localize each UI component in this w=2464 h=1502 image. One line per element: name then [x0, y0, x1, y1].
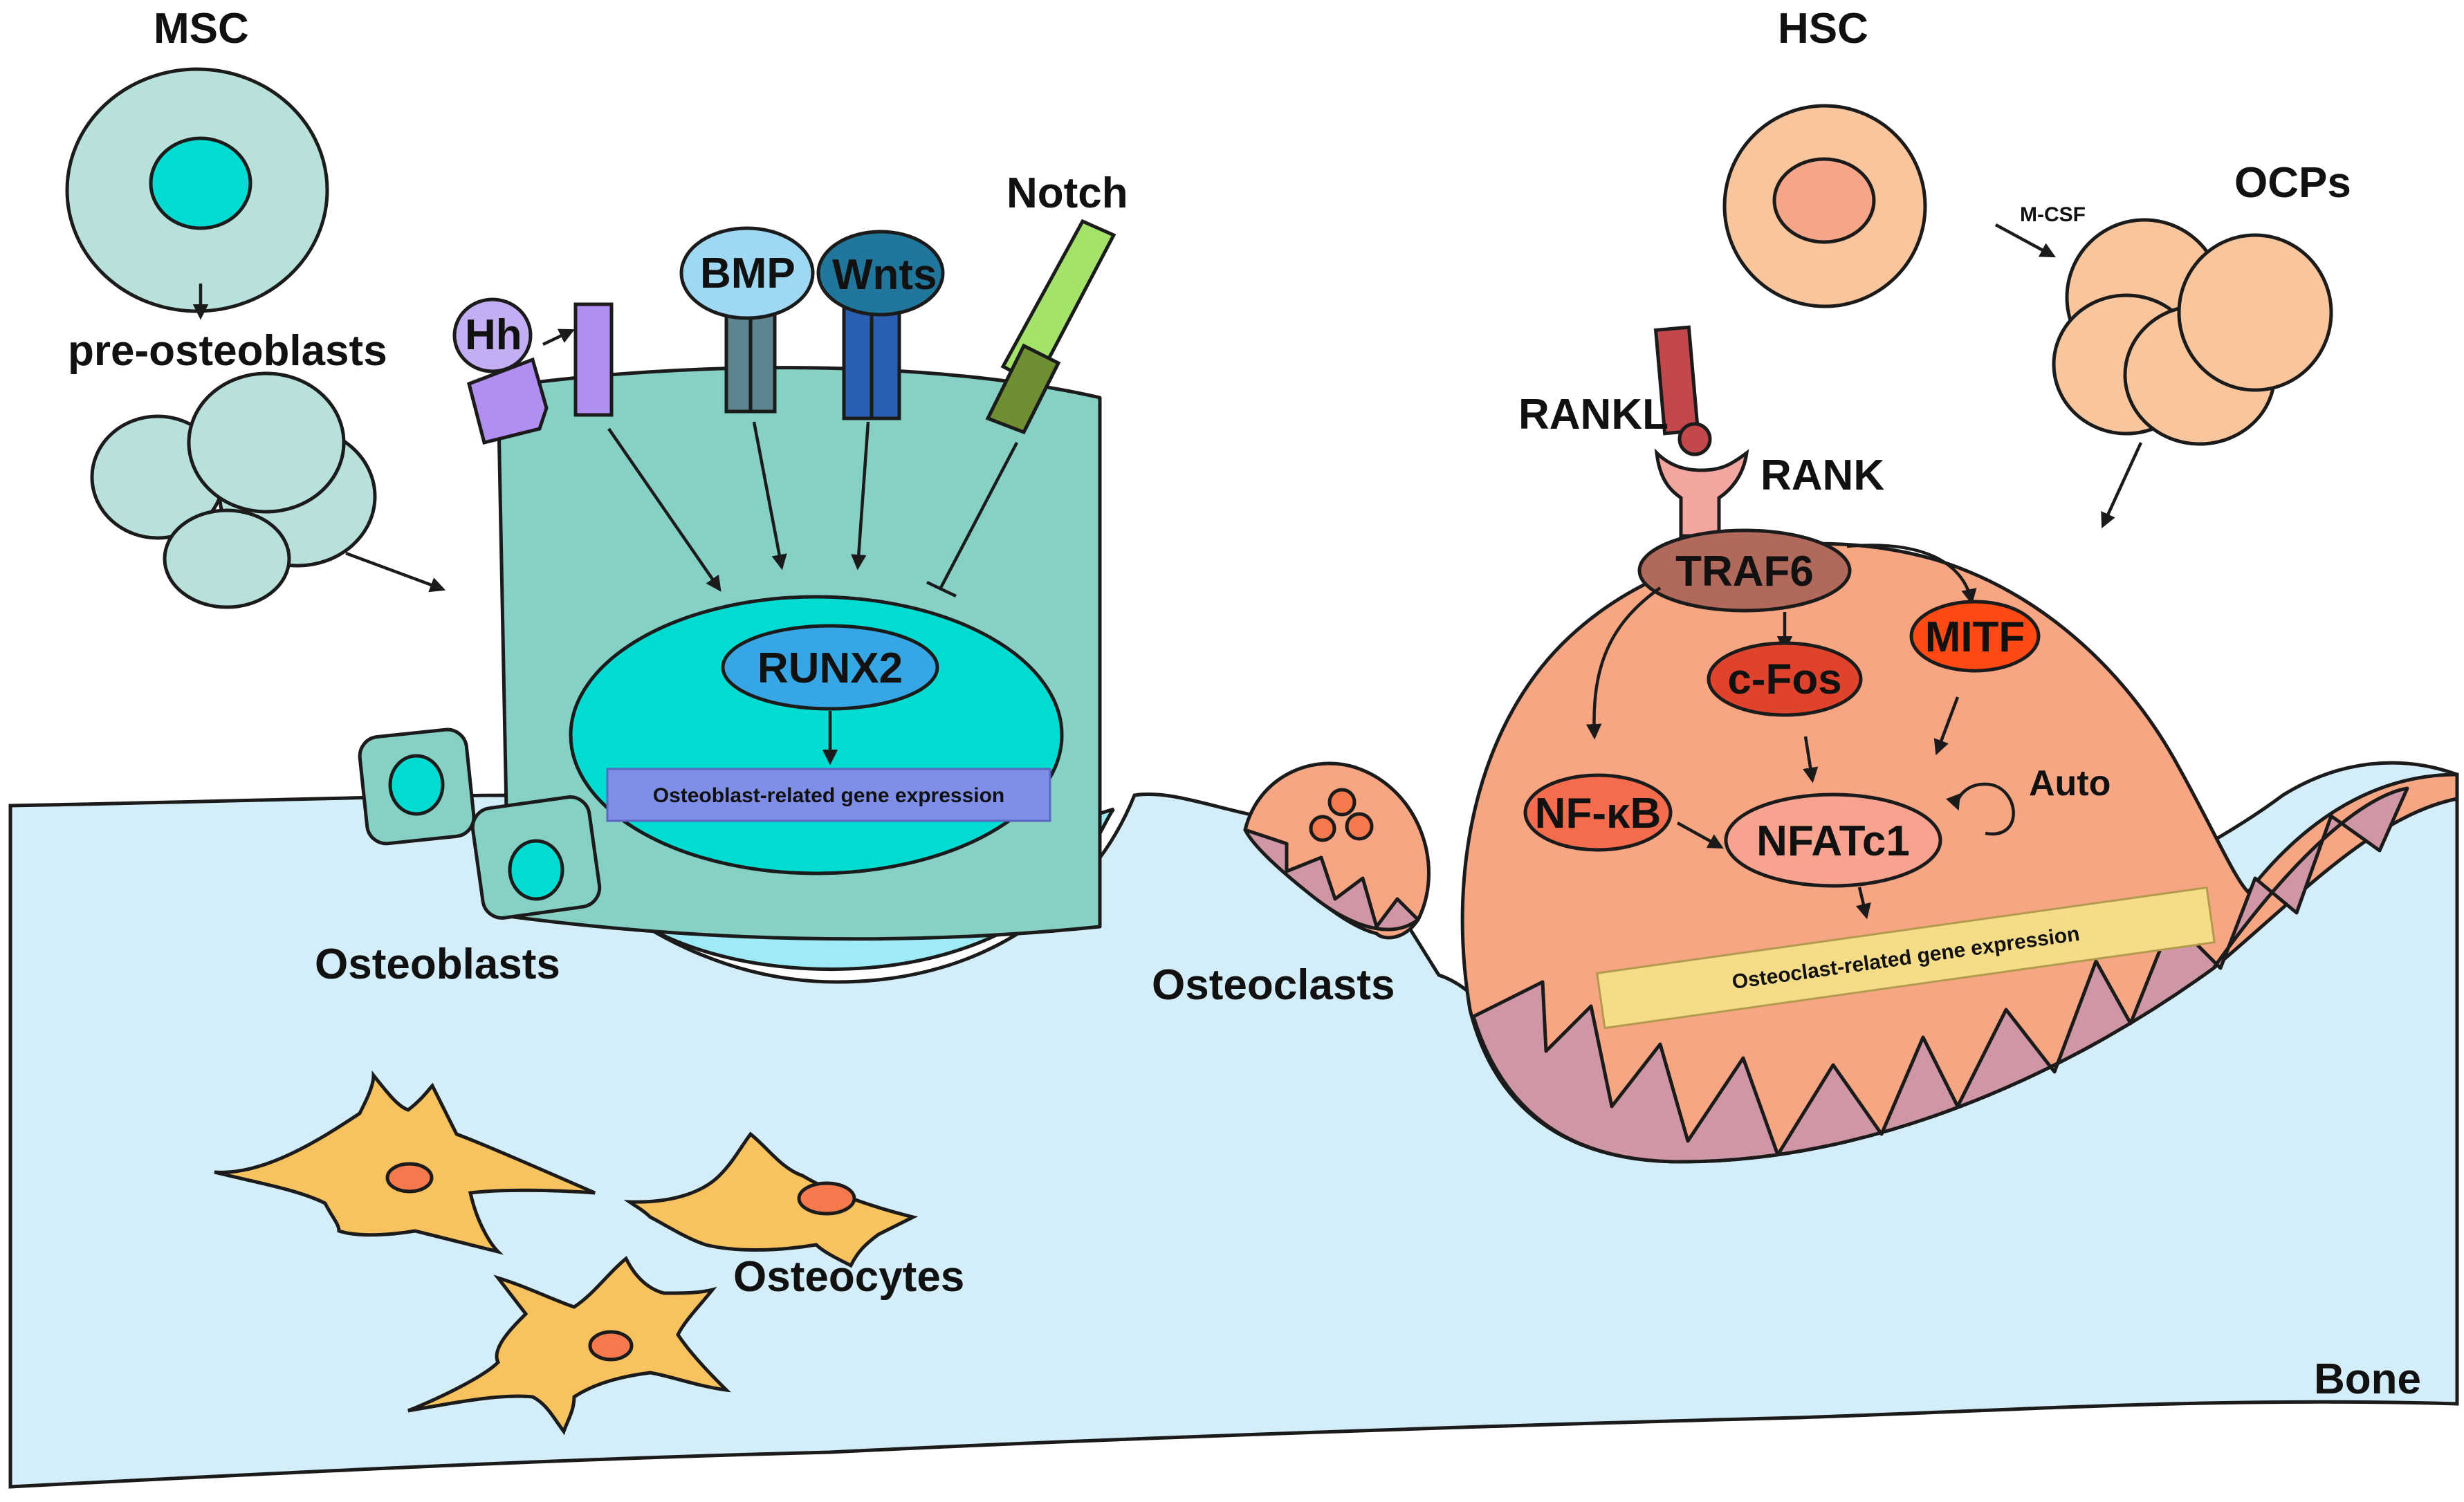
- ocp-to-osteoclast-arrow: [2101, 442, 2143, 529]
- msc-cell: [65, 67, 329, 313]
- osteoblasts-label: Osteoblasts: [315, 940, 560, 988]
- osteoclast-ruffled-border: [1471, 786, 2409, 1164]
- osteoblast-gene-label: Osteoblast-related gene expression: [653, 784, 1005, 807]
- runx2-label: RUNX2: [757, 645, 903, 692]
- hsc-nucleus: [1772, 157, 1876, 244]
- mitf-to-nfatc1-arrow: [1933, 696, 1960, 756]
- c-fos-label: c-Fos: [1727, 656, 1841, 703]
- bmp-label: BMP: [700, 250, 796, 297]
- wnts-receptor: [816, 230, 945, 420]
- traf6-to-nfkb-arrow: [1585, 586, 1662, 740]
- hsc-cell: [1722, 104, 1927, 308]
- nfatc1-node: [1724, 792, 1942, 888]
- nfatc1-to-gene-arrow: [1855, 887, 1871, 920]
- pre-osteoblasts-label: pre-osteoblasts: [68, 327, 387, 375]
- rank-label: RANK: [1760, 452, 1884, 499]
- hh-label: Hh: [465, 311, 522, 359]
- nfkb-to-nfatc1-arrow: [1676, 822, 1724, 849]
- cfos-to-nfatc1-arrow: [1803, 736, 1819, 784]
- osteoblast-gene-bar: [606, 768, 1051, 822]
- wnts-label: Wnts: [832, 251, 937, 299]
- ocp-cluster: [2052, 218, 2333, 446]
- auto-label: Auto: [2029, 763, 2111, 804]
- small-osteoblast-1: [358, 727, 476, 846]
- traf6-label: TRAF6: [1675, 548, 1814, 595]
- traf6-node: [1637, 528, 1852, 613]
- traf6-to-mitf-arrow: [1846, 544, 1977, 605]
- pre-osteoblast-cluster: [90, 371, 377, 609]
- runx2-node: [721, 624, 939, 711]
- wnts-to-runx2-arrow: [851, 421, 870, 571]
- hh-ligand: [452, 297, 549, 445]
- notch-receptor: [985, 219, 1116, 435]
- nf-kb-label: NF-κB: [1535, 790, 1662, 837]
- osteocyte-1: [214, 1070, 596, 1255]
- bmp-to-runx2-arrow: [752, 421, 787, 571]
- hh-to-receptor-arrow: [542, 328, 576, 346]
- osteocyte-2: [623, 1131, 919, 1268]
- autoregulation-loop-icon: [1946, 782, 2015, 836]
- rank-receptor: [1654, 448, 1749, 538]
- notch-label: Notch: [1006, 169, 1128, 217]
- hsc-label: HSC: [1778, 5, 1868, 53]
- osteocyte-3: [407, 1256, 731, 1436]
- preosteoblast-to-osteoblast-arrow: [345, 551, 446, 593]
- bone-label: Bone: [2314, 1355, 2421, 1403]
- inhibition-arrow-icon: [926, 580, 957, 598]
- rankl-ligand: [1653, 325, 1712, 456]
- hsc-to-ocp-arrow: [1994, 223, 2056, 258]
- osteocytes-label: Osteocytes: [733, 1253, 964, 1301]
- mitf-node: [1909, 600, 2041, 673]
- mitf-label: MITF: [1925, 613, 2025, 661]
- notch-inhibition-line: [939, 441, 1018, 589]
- c-fos-node: [1707, 641, 1863, 717]
- hh-receptor: [573, 302, 614, 417]
- small-osteoclast: [1243, 761, 1431, 940]
- msc-nucleus: [149, 136, 252, 230]
- hh-to-runx2-arrow: [607, 427, 721, 592]
- nfatc1-label: NFATc1: [1756, 817, 1910, 865]
- bmp-receptor: [679, 226, 815, 414]
- rankl-label: RANKL: [1518, 391, 1668, 438]
- ocps-label: OCPs: [2234, 159, 2351, 207]
- msc-label: MSC: [154, 5, 249, 53]
- small-osteoblast-2: [470, 795, 602, 920]
- nf-kb-node: [1523, 773, 1673, 852]
- m-csf-label: M-CSF: [2020, 203, 2086, 226]
- osteoclasts-label: Osteoclasts: [1152, 961, 1395, 1009]
